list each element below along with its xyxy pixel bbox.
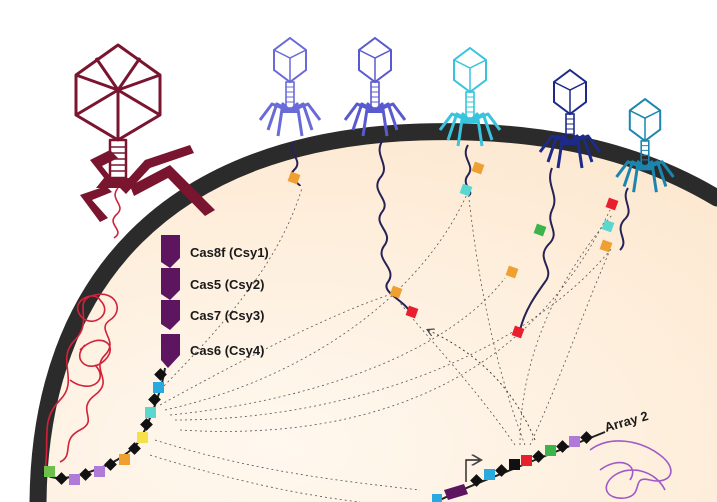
crispr-array-1 [44, 368, 167, 485]
label-cas6: Cas6 (Csy4) [190, 343, 264, 358]
label-cas8f: Cas8f (Csy1) [190, 245, 269, 260]
arrow-line [428, 330, 536, 441]
cas8f-protein [161, 235, 180, 268]
phage-dna-5 [619, 187, 630, 251]
protospacer-2-1 [389, 285, 403, 299]
bacterial-dna-purple [589, 440, 672, 499]
protospacer-3-1 [471, 161, 485, 175]
label-cas7: Cas7 (Csy3) [190, 308, 264, 323]
label-cas5: Cas5 (Csy2) [190, 277, 264, 292]
protospacer-4-1 [533, 223, 547, 237]
phage-dna-4 [519, 167, 556, 331]
protospacer-1-1 [287, 171, 301, 185]
cell-membrane [29, 123, 717, 502]
protospacer-3-2 [459, 183, 473, 197]
cas7-protein [161, 300, 180, 330]
large-phage-legs [80, 145, 215, 222]
cytoplasm [38, 131, 717, 502]
bacterial-dna-red [44, 293, 118, 471]
protospacer-4-2 [505, 265, 519, 279]
phage-2 [343, 36, 407, 137]
targeting-lines [149, 187, 613, 502]
large-phage [74, 43, 162, 180]
protospacer-2-2 [405, 305, 419, 319]
phage-3 [438, 46, 502, 147]
cas5-protein [161, 268, 180, 300]
injected-dna-large [112, 187, 121, 239]
phage-dna-2 [376, 139, 411, 313]
protospacer-5-1 [605, 197, 619, 211]
phage-5 [615, 97, 675, 193]
phage-1 [258, 36, 322, 137]
cas-proteins [161, 235, 180, 368]
protospacer-5-3 [599, 239, 613, 253]
cas6-protein [161, 334, 180, 368]
phage-4 [538, 68, 602, 169]
protospacer-5-2 [601, 219, 615, 233]
protospacer-4-3 [511, 325, 525, 339]
promoter-arrow [465, 460, 480, 482]
